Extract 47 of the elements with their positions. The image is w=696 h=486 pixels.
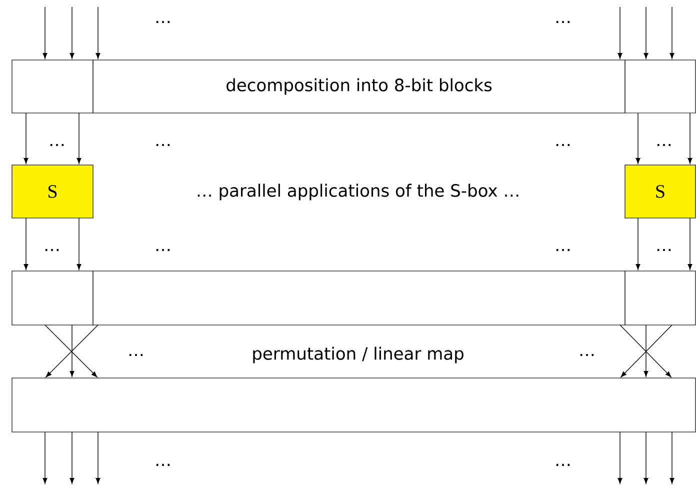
empty-box (12, 270, 94, 326)
arrow (644, 324, 648, 377)
empty-box (12, 378, 696, 432)
empty-box (624, 270, 696, 326)
label-text: … (556, 464, 570, 466)
arrow (670, 6, 674, 59)
arrow (70, 6, 74, 59)
arrow (636, 112, 640, 164)
arrow (636, 218, 640, 270)
arrow (618, 6, 622, 59)
arrow (24, 218, 28, 270)
label-text: … (45, 248, 59, 252)
arrow (76, 112, 82, 164)
label-text: … (556, 144, 570, 146)
arrow (96, 432, 100, 484)
arrow (42, 432, 48, 484)
label-text: permutation / linear map (253, 346, 464, 364)
empty-box (624, 60, 696, 114)
arrow (644, 6, 648, 59)
label-text: … (156, 144, 170, 146)
label-text: … (156, 20, 170, 24)
label-text: … (156, 248, 170, 252)
label-text: … (156, 464, 170, 466)
arrow (618, 432, 622, 484)
arrow (688, 112, 692, 164)
arrow (42, 6, 48, 59)
label-text: … (556, 248, 570, 252)
arrow (96, 6, 100, 59)
process-box: decomposition into 8-bit blocks (92, 60, 626, 114)
arrow (70, 324, 74, 377)
arrow (688, 218, 692, 270)
empty-box (12, 60, 94, 114)
arrow (24, 112, 28, 164)
label-text: … (657, 248, 671, 252)
empty-box (92, 270, 626, 326)
arrow (644, 432, 648, 484)
sbox: S (12, 164, 94, 218)
arrow (670, 432, 674, 484)
arrow (70, 432, 74, 484)
label-text: … (657, 144, 671, 146)
label-text: … (580, 354, 594, 356)
sbox: S (624, 164, 696, 218)
label-text: … (129, 354, 143, 356)
label-text: … (50, 144, 64, 146)
label-text: … parallel applications of the S-box … (198, 184, 518, 200)
arrow (76, 218, 82, 270)
label-text: … (556, 20, 570, 24)
